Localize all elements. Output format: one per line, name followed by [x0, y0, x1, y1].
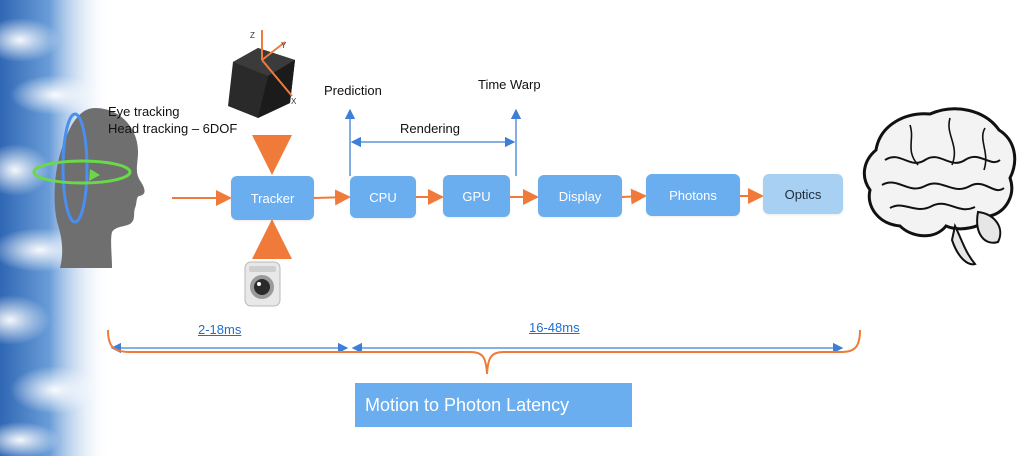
arrow-tracker-to-cpu [313, 189, 351, 206]
sensor-axis-z-label: Z [250, 31, 255, 40]
imu-sensor-cube-icon: Z Y X [228, 30, 297, 118]
tracker-box: Tracker [231, 176, 314, 220]
display-box: Display [538, 175, 622, 217]
latency-brace [107, 329, 861, 375]
sensor-axis-x-label: X [291, 97, 297, 106]
photons-box: Photons [646, 174, 740, 216]
timing-long-label: 16-48ms [529, 320, 580, 335]
arrow-display-to-photons [621, 188, 647, 205]
motion-to-photon-latency-box: Motion to Photon Latency [355, 383, 632, 427]
human-head-silhouette-icon [54, 108, 145, 268]
eye-tracking-label: Eye tracking [108, 104, 180, 119]
optics-box: Optics [763, 174, 843, 214]
rendering-label: Rendering [400, 121, 460, 136]
sensor-axis-y-label: Y [281, 41, 287, 50]
timing-markers [110, 108, 844, 354]
head-rotation-rings-icon [32, 112, 132, 224]
cpu-box: CPU [350, 176, 416, 218]
time-warp-label: Time Warp [478, 77, 541, 92]
camera-icon [244, 261, 281, 307]
brain-icon [862, 107, 1017, 266]
gpu-box: GPU [443, 175, 510, 217]
head-tracking-label: Head tracking – 6DOF [108, 121, 238, 136]
prediction-label: Prediction [324, 83, 382, 98]
flow-arrows [172, 135, 764, 259]
timing-short-label: 2-18ms [198, 322, 242, 337]
